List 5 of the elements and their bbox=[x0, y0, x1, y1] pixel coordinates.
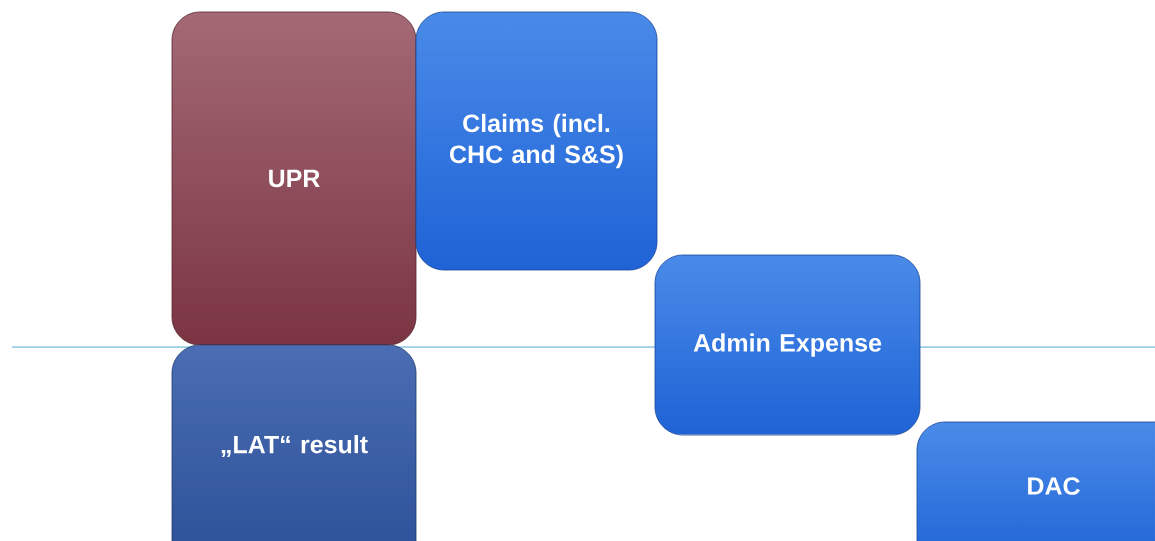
process-box: „LAT“ result bbox=[171, 344, 417, 541]
process-box: Admin Expense bbox=[654, 254, 921, 436]
process-box: Claims (incl. CHC and S&S) bbox=[415, 11, 658, 271]
process-box: DAC bbox=[916, 421, 1155, 541]
process-box: UPR bbox=[171, 11, 417, 346]
